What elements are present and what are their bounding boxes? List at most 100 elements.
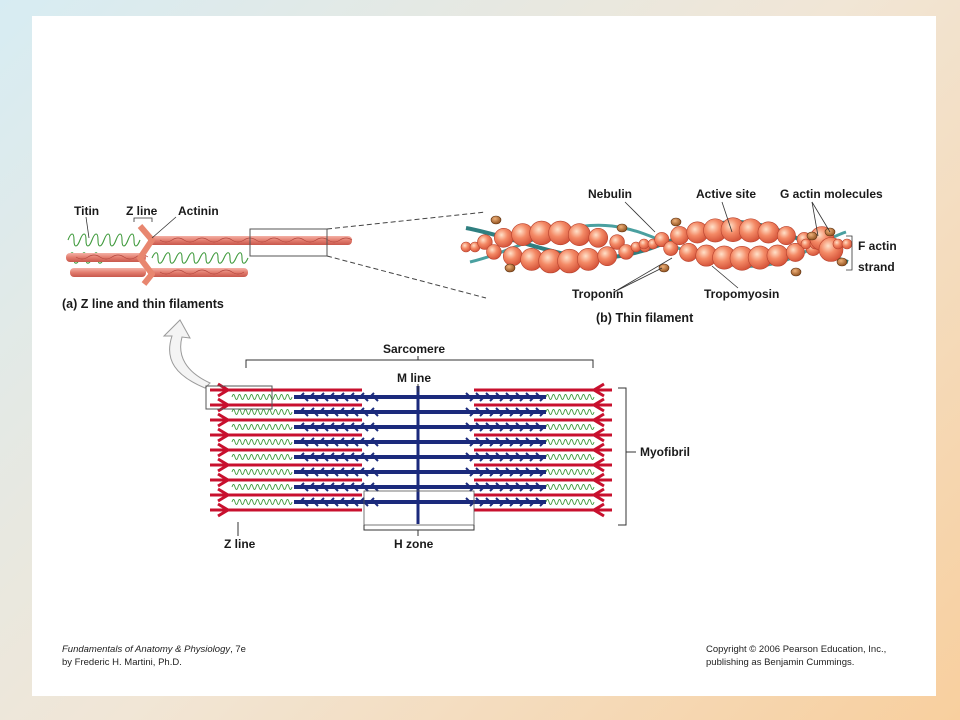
- myosin-head: [475, 497, 485, 507]
- caption-b: (b) Thin filament: [596, 312, 693, 325]
- myosin-head: [525, 407, 535, 417]
- myosin-head: [465, 437, 475, 447]
- titin-spring: [231, 394, 293, 400]
- troponin-complex: [616, 223, 628, 233]
- label-f-actin-1: F actin: [858, 239, 897, 253]
- myosin-head: [485, 452, 495, 462]
- myosin-head: [515, 437, 525, 447]
- g-actin-molecule: [638, 238, 650, 250]
- g-actin-molecule: [460, 241, 472, 253]
- troponin-complex: [658, 263, 670, 273]
- myosin-head: [525, 392, 535, 402]
- g-actin-molecule: [493, 228, 514, 248]
- footer-author: by Frederic H. Martini, Ph.D.: [62, 657, 182, 668]
- myosin-head: [465, 392, 475, 402]
- myosin-head: [309, 482, 319, 492]
- myosin-head: [299, 497, 309, 507]
- titin-spring-upper: [67, 233, 141, 247]
- myosin-head: [495, 452, 505, 462]
- myosin-head: [329, 482, 339, 492]
- myofibril-rows: [210, 382, 612, 518]
- myosin-head: [525, 437, 535, 447]
- myosin-head: [349, 482, 359, 492]
- titin-spring: [231, 439, 293, 445]
- panel-a-illustration: [66, 211, 487, 299]
- titin-spring: [231, 499, 293, 505]
- myosin-head: [515, 392, 525, 402]
- footer-edition: , 7e: [230, 644, 246, 655]
- g-actin-molecule: [785, 242, 805, 262]
- troponin-complex: [504, 263, 516, 273]
- g-actin-molecule: [800, 238, 812, 250]
- myosin-head: [495, 497, 505, 507]
- myosin-head: [525, 467, 535, 477]
- leader-tropomyosin: [711, 265, 739, 289]
- myosin-head: [369, 467, 379, 477]
- myosin-head: [515, 467, 525, 477]
- titin-spring-right: [151, 252, 249, 264]
- leader-troponin-1: [613, 267, 663, 293]
- titin-spring: [545, 409, 595, 415]
- myosin-head: [299, 407, 309, 417]
- myosin-head: [535, 452, 545, 462]
- myosin-head: [309, 407, 319, 417]
- caption-b-prefix: (b): [596, 311, 612, 325]
- myosin-head: [319, 482, 329, 492]
- g-actin-molecule: [841, 238, 853, 250]
- myosin-head: [465, 467, 475, 477]
- label-f-actin-2: strand: [858, 260, 895, 274]
- label-h-zone: H zone: [394, 537, 434, 551]
- panel-b-illustration: [460, 201, 853, 293]
- myosin-head: [329, 437, 339, 447]
- myosin-head: [349, 452, 359, 462]
- zoom-line-bottom: [326, 255, 487, 299]
- myosin-head: [329, 497, 339, 507]
- myofibril-bracket: [618, 387, 627, 526]
- myosin-head: [475, 437, 485, 447]
- g-actin-molecule: [567, 223, 591, 246]
- slide: [32, 16, 936, 696]
- myosin-head: [505, 467, 515, 477]
- myosin-head: [349, 437, 359, 447]
- myosin-head: [495, 392, 505, 402]
- myosin-head: [515, 407, 525, 417]
- h-zone-box: [363, 490, 475, 526]
- myosin-head: [299, 452, 309, 462]
- myosin-head: [465, 497, 475, 507]
- label-nebulin: Nebulin: [588, 187, 632, 201]
- thin-filament-left-1: [66, 253, 146, 262]
- label-z-line-sarcomere: Z line: [224, 537, 256, 551]
- titin-spring: [231, 409, 293, 415]
- myosin-head: [465, 452, 475, 462]
- myosin-head: [299, 437, 309, 447]
- myosin-head: [505, 437, 515, 447]
- myosin-head: [319, 392, 329, 402]
- g-actin-molecule: [832, 238, 844, 250]
- myosin-head: [505, 482, 515, 492]
- myosin-head: [309, 422, 319, 432]
- myosin-head: [515, 422, 525, 432]
- g-actin-molecule: [477, 234, 493, 250]
- myosin-head: [329, 422, 339, 432]
- bracket-f-actin: [846, 235, 853, 271]
- myosin-head: [495, 437, 505, 447]
- myosin-head: [495, 482, 505, 492]
- zoom-box-z-line: [205, 385, 273, 410]
- myosin-head: [329, 407, 339, 417]
- myosin-head: [525, 497, 535, 507]
- titin-spring: [231, 424, 293, 430]
- myosin-head: [525, 452, 535, 462]
- myosin-head: [475, 392, 485, 402]
- myosin-head: [485, 422, 495, 432]
- leader-active-site: [721, 201, 733, 233]
- myosin-head: [319, 497, 329, 507]
- troponin-complex: [670, 217, 682, 227]
- myosin-head: [535, 407, 545, 417]
- myosin-head: [369, 407, 379, 417]
- myosin-head: [309, 452, 319, 462]
- g-actin-molecule: [766, 244, 789, 267]
- caption-a: (a) Z line and thin filaments: [62, 298, 224, 311]
- myosin-head: [485, 407, 495, 417]
- myosin-head: [465, 407, 475, 417]
